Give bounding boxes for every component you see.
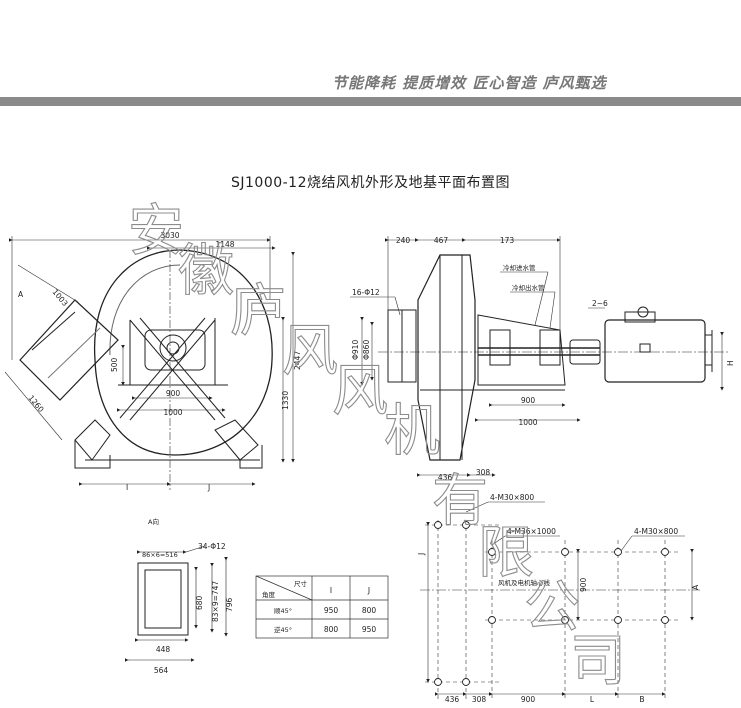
flange-view	[125, 545, 228, 662]
table-col-j: J	[367, 586, 370, 595]
flange-pitch-h: 86×6=516	[142, 551, 178, 559]
header-divider-bar	[0, 97, 741, 106]
axis-centerline-label: 风机及电机轴心线	[498, 578, 551, 587]
dim-448: 448	[156, 645, 171, 654]
dim-796: 796	[225, 597, 234, 612]
table-header-size: 尺寸	[294, 579, 308, 588]
table-cell: 800	[324, 625, 339, 634]
foundation-bolt-holes	[434, 521, 669, 686]
dia-860: Φ860	[362, 340, 371, 360]
dim-1148: 1148	[215, 240, 234, 249]
svg-text:有: 有	[432, 469, 488, 534]
svg-text:限: 限	[478, 521, 534, 586]
dim-3030: 3030	[160, 231, 179, 240]
gap-label: 2~6	[592, 299, 608, 308]
dim-1330: 1330	[281, 391, 290, 410]
dim-900-front: 900	[166, 389, 181, 398]
drawing-title: SJ1000-12烧结风机外形及地基平面布置图	[230, 175, 510, 191]
svg-text:庐: 庐	[230, 279, 286, 344]
svg-text:公: 公	[524, 575, 580, 640]
bolts-label-b: 4-M36×1000	[507, 527, 556, 536]
flange-pitch-v: 83×9=747	[211, 581, 220, 622]
dim-467: 467	[434, 236, 449, 245]
dim-436-side: 436	[438, 473, 453, 482]
svg-text:机: 机	[384, 399, 440, 464]
svg-text:风: 风	[332, 359, 388, 424]
label-j-foundation: J	[417, 553, 426, 556]
svg-text:安: 安	[128, 199, 184, 264]
angle-table	[255, 575, 389, 639]
side-view-dimensions	[350, 236, 724, 477]
company-watermark: 安 徽 庐 风 风 机 有 限 公 司	[127, 198, 626, 694]
svg-text:风: 风	[282, 319, 338, 384]
dim-2447: 2447	[293, 351, 302, 370]
table-header-angle: 角度	[262, 590, 276, 599]
dia-910: Φ910	[351, 340, 360, 360]
dim-1260: 1260	[26, 394, 45, 415]
front-view	[19, 249, 273, 469]
bolts-label-c: 4-M30×800	[634, 527, 678, 536]
label-l: L	[590, 695, 595, 704]
label-a-front: A	[18, 290, 24, 299]
header-slogan: 节能降耗 提质增效 匠心智造 庐风甄选	[332, 74, 607, 92]
svg-text:徽: 徽	[178, 239, 234, 304]
side-holes-label: 16-Φ12	[352, 288, 380, 297]
table-cell: 950	[324, 606, 339, 615]
dim-680: 680	[195, 595, 204, 610]
side-view	[378, 254, 730, 461]
table-cell: 950	[362, 625, 377, 634]
flange-caption: A向	[148, 517, 159, 526]
cooling-inlet-label: 冷却进水管	[503, 263, 536, 272]
dim-173: 173	[500, 236, 515, 245]
flange-holes: 34-Φ12	[198, 542, 226, 551]
dim-900-vertical: 900	[579, 577, 588, 592]
label-h: H	[726, 360, 735, 366]
dim-900-foundation: 900	[521, 695, 536, 704]
table-cell: 800	[362, 606, 377, 615]
dim-240: 240	[396, 236, 411, 245]
dim-500: 500	[110, 357, 119, 372]
table-row-angle: 逆45°	[274, 625, 292, 634]
table-col-i: I	[330, 586, 332, 595]
svg-text:司: 司	[570, 629, 626, 694]
front-view-dimensions	[4, 236, 295, 490]
dim-564: 564	[154, 666, 169, 675]
label-i-front: I	[126, 483, 128, 492]
cooling-outlet-label: 冷却出水管	[512, 283, 545, 292]
label-a-foundation: A	[691, 584, 700, 590]
dim-308-foundation: 308	[472, 695, 487, 704]
dim-1000-side: 1000	[518, 418, 537, 427]
label-b: B	[639, 695, 644, 704]
bolts-label-a: 4-M30×800	[490, 493, 534, 502]
dim-308-side: 308	[476, 468, 491, 477]
dim-436-foundation: 436	[445, 695, 460, 704]
label-j-front: J	[207, 483, 210, 492]
dim-1000-front: 1000	[163, 408, 182, 417]
dim-1003: 1003	[50, 288, 69, 309]
dim-900-side: 900	[521, 396, 536, 405]
table-row-angle: 顺45°	[274, 607, 292, 615]
